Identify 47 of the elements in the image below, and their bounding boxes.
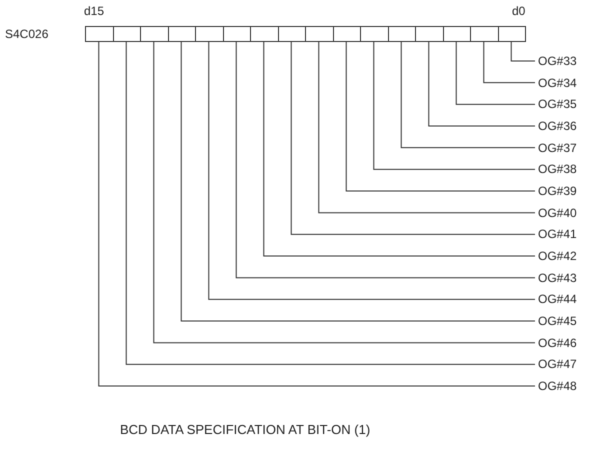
bit-cell (112, 26, 141, 42)
bit-cell (498, 26, 526, 42)
register-label: S4C026 (5, 27, 48, 41)
leader-line (456, 42, 536, 105)
leader-line (483, 42, 536, 84)
signal-label: OG#38 (538, 162, 577, 176)
bit-cell (305, 26, 334, 42)
bit-cell (168, 26, 196, 42)
bit-cell (195, 26, 224, 42)
leader-line (400, 42, 536, 148)
leader-line (263, 42, 536, 257)
bit-cell (332, 26, 361, 42)
bit-cell (388, 26, 416, 42)
signal-label: OG#35 (538, 97, 577, 112)
leader-line (236, 42, 536, 278)
bit-label: d0 (512, 4, 526, 18)
signal-label: OG#33 (538, 54, 577, 68)
bit-cell (415, 26, 444, 42)
signal-label: OG#46 (538, 336, 577, 350)
bit-cell (85, 26, 114, 42)
signal-label: OG#43 (538, 270, 577, 285)
signal-label: OG#41 (538, 227, 577, 242)
bit-cell (140, 26, 168, 42)
signal-label: OG#47 (538, 357, 577, 372)
bit-label: d15 (84, 4, 104, 18)
signal-label: OG#45 (538, 314, 577, 328)
signal-label: OG#48 (538, 379, 577, 394)
bit-cell (278, 26, 306, 42)
signal-label: OG#44 (538, 292, 577, 306)
leader-line (373, 42, 536, 170)
bit-cell (222, 26, 251, 42)
signal-label: OG#40 (538, 206, 577, 220)
bit-cell (470, 26, 498, 42)
signal-label: OG#34 (538, 76, 577, 90)
leader-line (510, 42, 536, 62)
signal-label: OG#42 (538, 249, 577, 264)
signal-label: OG#36 (538, 119, 577, 133)
bit-cell (360, 26, 388, 42)
leader-line (290, 42, 536, 235)
leader-line (428, 42, 536, 126)
bit-cell (250, 26, 278, 42)
signal-label: OG#37 (538, 140, 577, 155)
caption: BCD DATA SPECIFICATION AT BIT-ON (1) (120, 423, 370, 437)
bit-cell (442, 26, 471, 42)
leader-line (318, 42, 536, 214)
leader-line (346, 42, 536, 192)
signal-label: OG#39 (538, 184, 577, 198)
